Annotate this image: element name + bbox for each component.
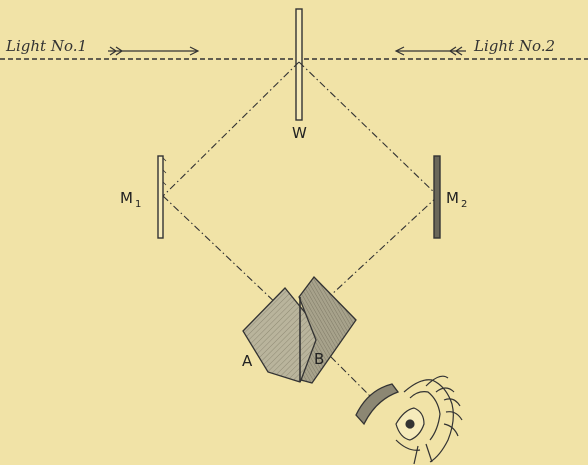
mirror-m1 xyxy=(157,155,167,239)
prism-a-label: A xyxy=(242,352,253,370)
mirror-m1-subscript: 1 xyxy=(135,199,141,210)
prism-b xyxy=(298,276,357,384)
prism-b-label: B xyxy=(314,350,324,368)
eye-icon xyxy=(395,375,463,465)
mirror-m2-subscript: 2 xyxy=(461,199,467,210)
mirror-m2 xyxy=(433,155,441,239)
light-1-arrow xyxy=(108,46,200,56)
mirror-m2-label: M xyxy=(446,189,459,207)
screen-w-label: W xyxy=(292,124,307,142)
light-2-arrow xyxy=(394,46,466,56)
light-1-label: Light No.1 xyxy=(5,37,87,55)
light-2-label: Light No.2 xyxy=(473,37,555,55)
mirror-m1-label: M xyxy=(120,189,133,207)
eyepiece-lens xyxy=(355,383,400,426)
